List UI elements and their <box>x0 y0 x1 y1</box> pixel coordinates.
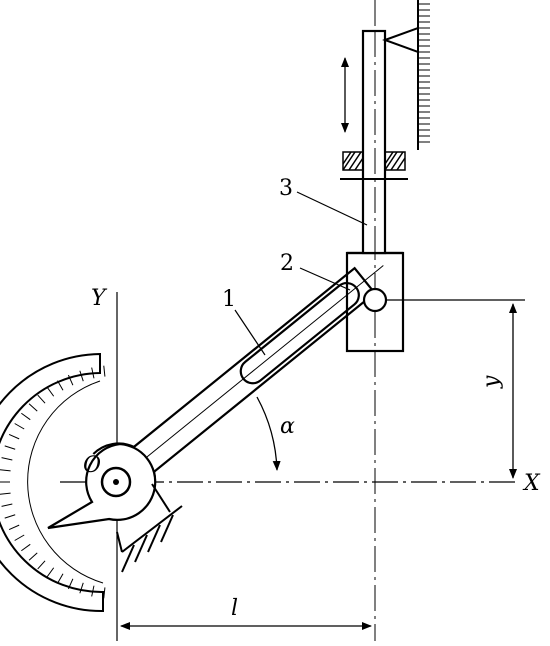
rod-3 <box>361 29 387 255</box>
scale-tick <box>8 524 20 531</box>
scale-tick <box>8 433 20 440</box>
scale-tick <box>57 380 64 391</box>
angle-arc <box>256 396 281 471</box>
scale-tick <box>103 365 106 377</box>
angle-scale <box>0 352 106 613</box>
rod-body <box>361 29 387 255</box>
vertical-scale <box>382 0 430 150</box>
label-dimension-y: y <box>479 375 504 389</box>
scale-tick <box>28 552 38 561</box>
scale-tick <box>79 582 84 594</box>
label-part-3: 3 <box>279 176 293 201</box>
scale-tick <box>4 514 16 519</box>
guide-bearings <box>340 151 408 180</box>
leader-2 <box>299 267 351 291</box>
scale-tick <box>91 367 95 379</box>
scale-tick <box>46 387 55 397</box>
scale-tick <box>46 567 55 577</box>
scale-tick <box>21 412 31 421</box>
label-axis-y: Y <box>91 286 108 311</box>
pointer <box>382 26 419 54</box>
scale-tick <box>37 560 46 570</box>
label-part-1: 1 <box>222 287 236 312</box>
label-dimension-l: l <box>231 596 238 621</box>
slider-pin <box>362 287 388 313</box>
ground-support <box>116 483 183 573</box>
scale-tick <box>21 543 31 552</box>
scale-tick <box>14 534 25 541</box>
scale-inner-line <box>27 380 104 584</box>
label-angle-alpha: α <box>280 414 295 439</box>
scale-tick <box>0 469 11 472</box>
leader-1 <box>234 309 266 356</box>
scale-ticks <box>0 365 106 599</box>
scale-tick <box>1 503 13 507</box>
label-part-2: 2 <box>280 251 294 276</box>
scale-tick <box>4 445 16 450</box>
scale-tick <box>67 578 74 590</box>
scale-tick <box>67 374 74 386</box>
scale-tick <box>91 585 95 597</box>
scale-tick <box>57 573 64 584</box>
label-origin-o: O <box>83 453 101 478</box>
scale-tick <box>103 587 106 599</box>
scale-tick <box>14 423 25 430</box>
label-axis-x: X <box>522 471 541 496</box>
scale-tick <box>0 492 11 495</box>
leader-3 <box>296 191 368 226</box>
scale-tick <box>28 403 38 412</box>
scale-tick <box>79 370 84 382</box>
scale-tick <box>1 457 13 461</box>
scale-band <box>0 352 104 613</box>
pivot-hub <box>47 442 157 530</box>
scale-tick <box>37 394 46 404</box>
leader-lines <box>234 191 368 356</box>
